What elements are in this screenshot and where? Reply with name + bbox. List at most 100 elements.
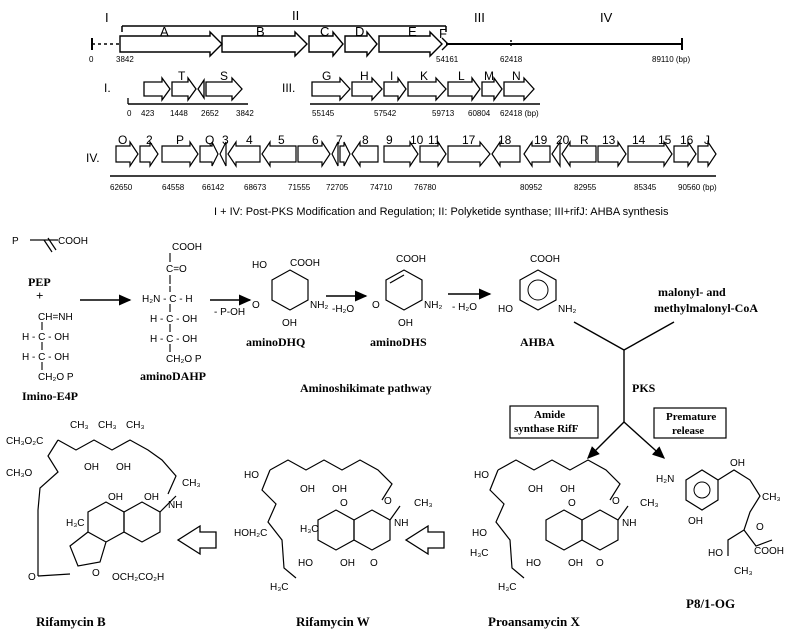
step-label-h2o-2: - H₂O (452, 302, 477, 313)
atom-label: OH (116, 462, 131, 473)
atom-label: OH (282, 318, 297, 329)
gene-label-H: H (360, 69, 369, 83)
coord-label: 82955 (574, 183, 597, 192)
gene-label: 3 (222, 133, 229, 147)
atom-label: NH (394, 518, 408, 529)
gene-label: 20 (556, 133, 570, 147)
atom-label: CH₃O (6, 468, 33, 479)
coord-label: 423 (141, 109, 155, 118)
atom-label: COOH (530, 254, 560, 265)
label-malonyl: malonyl- and (658, 285, 726, 299)
region-label-IV: IV (600, 10, 613, 25)
atom-label: HO (298, 558, 313, 569)
gene-label: 4 (246, 133, 253, 147)
gene-label: 15 (658, 133, 672, 147)
box-text: Amide (534, 409, 565, 421)
atom-label: O (756, 522, 764, 533)
gene-label: 6 (312, 133, 319, 147)
coord-label: 2652 (201, 109, 219, 118)
atom-label: H₂N (656, 474, 674, 485)
atom-label: O (568, 498, 576, 509)
amino-dhq-structure: HO COOH O NH₂ OH (252, 258, 328, 329)
atom-label: OH (144, 492, 159, 503)
gene-label-F: F (439, 26, 447, 41)
coord-label: 71555 (288, 183, 311, 192)
label-methylmalonyl-coa: methylmalonyl-CoA (654, 301, 758, 315)
coord-label: 62650 (110, 183, 133, 192)
atom-label: H₃C (270, 582, 289, 593)
gene-label-T: T (178, 69, 186, 83)
atom-label: CH₃ (762, 492, 781, 503)
atom-label: H - C - OH (150, 334, 197, 345)
gene-overview-map (91, 25, 683, 58)
atom-label: H - C - OH (150, 314, 197, 325)
gene-label: Q (205, 133, 214, 147)
atom-label: O (370, 558, 378, 569)
atom-label: HO (498, 304, 513, 315)
gene-label: 19 (534, 133, 548, 147)
box-text: synthase RifF (514, 423, 579, 435)
gene-cluster-legend: I + IV: Post-PKS Modification and Regula… (214, 206, 669, 218)
atom-label: H₃C (470, 548, 489, 559)
gene-label-N: N (512, 69, 521, 83)
amide-synthase-box: Amide synthase RifF (509, 405, 599, 439)
coord-label: 76780 (414, 183, 437, 192)
coord-label: 57542 (374, 109, 397, 118)
atom-label: HO (708, 548, 723, 559)
atom-label: H₃C (66, 518, 85, 529)
atom-label: CH₃ (414, 498, 433, 509)
atom-label: HO (474, 470, 489, 481)
atom-label: CH₃ (98, 420, 117, 431)
atom-label: CH₃ (640, 498, 659, 509)
atom-label: OH (688, 516, 703, 527)
atom-label: H₃C (300, 524, 319, 535)
compound-label-pep: PEP (28, 275, 51, 289)
coord-label: 59713 (432, 109, 455, 118)
atom-label: COOH (290, 258, 320, 269)
atom-label: H - C - OH (22, 352, 69, 363)
compound-label-imino-e4p: Imino-E4P (22, 389, 78, 403)
coord-label: 72705 (326, 183, 349, 192)
step-label-p-oh: - P-OH (214, 307, 245, 318)
region-label-II: II (292, 8, 299, 23)
region-label-I-detail: I. (104, 81, 111, 95)
gene-map-region-IV (110, 140, 717, 177)
atom-label: NH₂ (310, 300, 328, 311)
atom-label: O (252, 300, 260, 311)
atom-label: OH (560, 484, 575, 495)
compound-label-ahba: AHBA (520, 335, 555, 349)
pks-branching-arrows (573, 321, 675, 459)
open-arrow-left (404, 524, 445, 556)
coord-label: 0 (127, 109, 132, 118)
gene-label-G: G (322, 69, 331, 83)
atom-label: O (372, 300, 380, 311)
premature-release-box: Premature release (653, 407, 727, 439)
atom-label: COOH (754, 546, 784, 557)
coord-label: 89110 (bp) (652, 55, 690, 64)
pep-cooh: COOH (58, 236, 88, 247)
imino-e4p-structure: CH=NH H - C - OH H - C - OH CH₂O P (22, 312, 74, 383)
gene-label-C: C (320, 24, 329, 39)
atom-label: H₂N - C - H (142, 294, 193, 305)
ahba-structure: COOH HO NH₂ (498, 254, 576, 315)
coord-label: 80952 (520, 183, 543, 192)
atom-label: OH (340, 558, 355, 569)
region-label-III-detail: III. (282, 81, 295, 95)
gene-label-A: A (160, 24, 169, 39)
compound-label-p8-1-og: P8/1-OG (686, 596, 735, 611)
gene-label: 13 (602, 133, 616, 147)
atom-label: O (92, 568, 100, 579)
gene-label: 7 (336, 133, 343, 147)
coord-label: 1448 (170, 109, 188, 118)
coord-label: 66142 (202, 183, 225, 192)
p8-1-og-structure: H₂N OH OH CH₃ O COOH HO CH₃ (656, 458, 784, 577)
gene-label-E: E (408, 24, 417, 39)
atom-label: NH (622, 518, 636, 529)
coord-label: 55145 (312, 109, 335, 118)
gene-label: 9 (386, 133, 393, 147)
coord-label: 0 (89, 55, 94, 64)
gene-label-D: D (355, 24, 364, 39)
rifamycin-w-structure: HO HOH₂C OH OH O O NH H₃C HO OH O H₃C CH… (234, 459, 433, 593)
atom-label: HO (472, 528, 487, 539)
gene-label: 16 (680, 133, 694, 147)
